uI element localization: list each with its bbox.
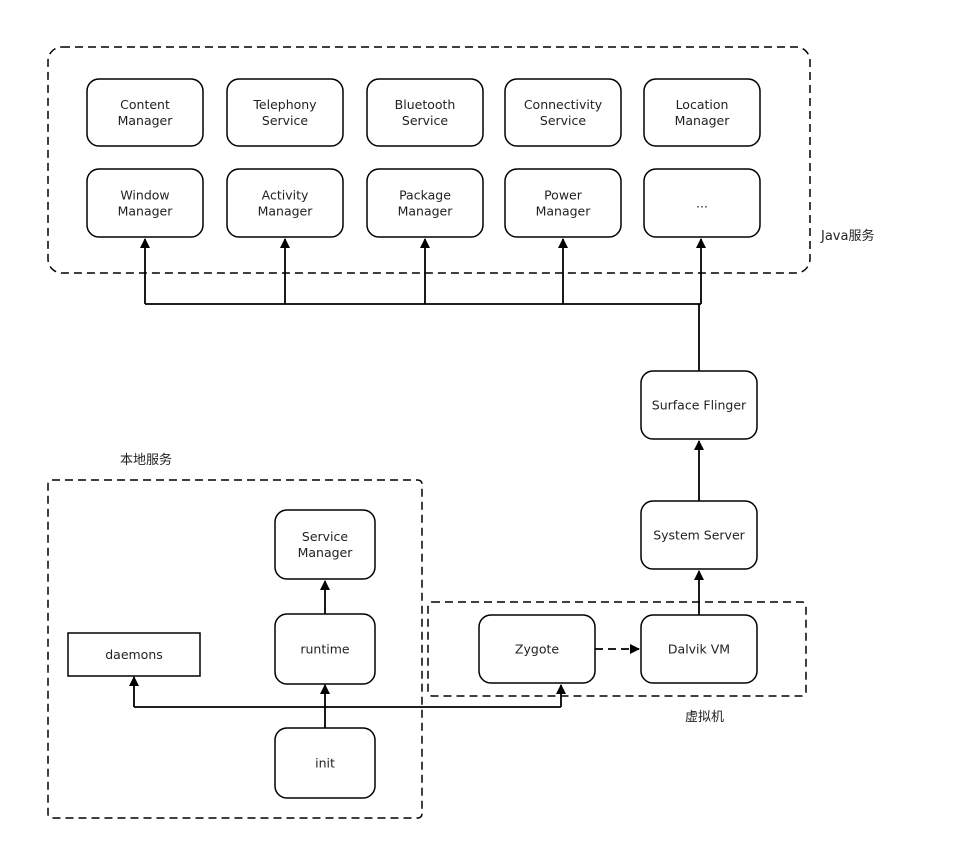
node-telephony-service-label: Telephony bbox=[252, 97, 317, 112]
group-native-services: 本地服务 bbox=[47, 452, 423, 819]
node-package-manager-label: Manager bbox=[398, 204, 454, 219]
node-surface-flinger: Surface Flinger bbox=[640, 370, 758, 440]
edges bbox=[129, 238, 706, 728]
node-dalvik-vm: Dalvik VM bbox=[640, 614, 758, 684]
node-runtime-label: runtime bbox=[300, 642, 350, 657]
node-activity-manager-label: Manager bbox=[258, 204, 314, 219]
node-init-box bbox=[274, 727, 376, 799]
node-runtime: runtime bbox=[274, 613, 376, 685]
node-system-server-box bbox=[640, 500, 758, 570]
node-dalvik-vm-label: Dalvik VM bbox=[668, 642, 730, 657]
node-connectivity-service-label: Connectivity bbox=[524, 97, 603, 112]
node-service-manager-box bbox=[274, 509, 376, 580]
node-init: init bbox=[274, 727, 376, 799]
node-connectivity-service-box bbox=[504, 78, 622, 147]
group-virtual-machine: 虚拟机 bbox=[427, 601, 807, 725]
node-service-manager-label: Service bbox=[302, 529, 349, 544]
node-daemons-label: daemons bbox=[105, 647, 163, 662]
node-service-manager-label: Manager bbox=[298, 545, 354, 560]
node-system-server-label: System Server bbox=[653, 528, 745, 543]
node-more-box bbox=[643, 168, 761, 238]
node-zygote-label: Zygote bbox=[515, 642, 559, 657]
node-power-manager-box bbox=[504, 168, 622, 238]
node-package-manager-box bbox=[366, 168, 484, 238]
group-native-services-label: 本地服务 bbox=[120, 452, 172, 468]
node-window-manager-label: Window bbox=[120, 188, 169, 203]
node-window-manager-box bbox=[86, 168, 204, 238]
node-bluetooth-service-box bbox=[366, 78, 484, 147]
node-package-manager-label: Package bbox=[399, 188, 451, 203]
node-surface-flinger-label: Surface Flinger bbox=[652, 398, 747, 413]
nodes: ContentManagerTelephonyServiceBluetoothS… bbox=[67, 78, 761, 799]
node-daemons: daemons bbox=[67, 632, 201, 677]
node-telephony-service-label: Service bbox=[262, 113, 309, 128]
node-location-manager-label: Manager bbox=[675, 113, 731, 128]
node-surface-flinger-box bbox=[640, 370, 758, 440]
node-connectivity-service-label: Service bbox=[540, 113, 587, 128]
node-runtime-box bbox=[274, 613, 376, 685]
node-more: ... bbox=[643, 168, 761, 238]
node-power-manager-label: Manager bbox=[536, 204, 592, 219]
node-bluetooth-service-label: Service bbox=[402, 113, 449, 128]
group-virtual-machine-label: 虚拟机 bbox=[685, 710, 724, 725]
group-java-services: Java服务 bbox=[47, 46, 874, 274]
node-content-manager-box bbox=[86, 78, 204, 147]
node-zygote: Zygote bbox=[478, 614, 596, 684]
node-telephony-service-box bbox=[226, 78, 344, 147]
node-activity-manager-box bbox=[226, 168, 344, 238]
node-power-manager-label: Power bbox=[544, 188, 583, 203]
node-content-manager-label: Manager bbox=[118, 113, 174, 128]
node-system-server: System Server bbox=[640, 500, 758, 570]
group-java-services-label: Java服务 bbox=[820, 228, 874, 244]
node-location-manager-box bbox=[643, 78, 761, 147]
node-window-manager-label: Manager bbox=[118, 204, 174, 219]
node-init-label: init bbox=[315, 756, 335, 771]
node-more-label: ... bbox=[696, 196, 708, 211]
node-activity-manager-label: Activity bbox=[262, 188, 309, 203]
node-location-manager-label: Location bbox=[676, 97, 729, 112]
node-daemons-box bbox=[67, 632, 201, 677]
node-zygote-box bbox=[478, 614, 596, 684]
node-bluetooth-service-label: Bluetooth bbox=[395, 97, 456, 112]
node-dalvik-vm-box bbox=[640, 614, 758, 684]
node-content-manager-label: Content bbox=[120, 97, 170, 112]
